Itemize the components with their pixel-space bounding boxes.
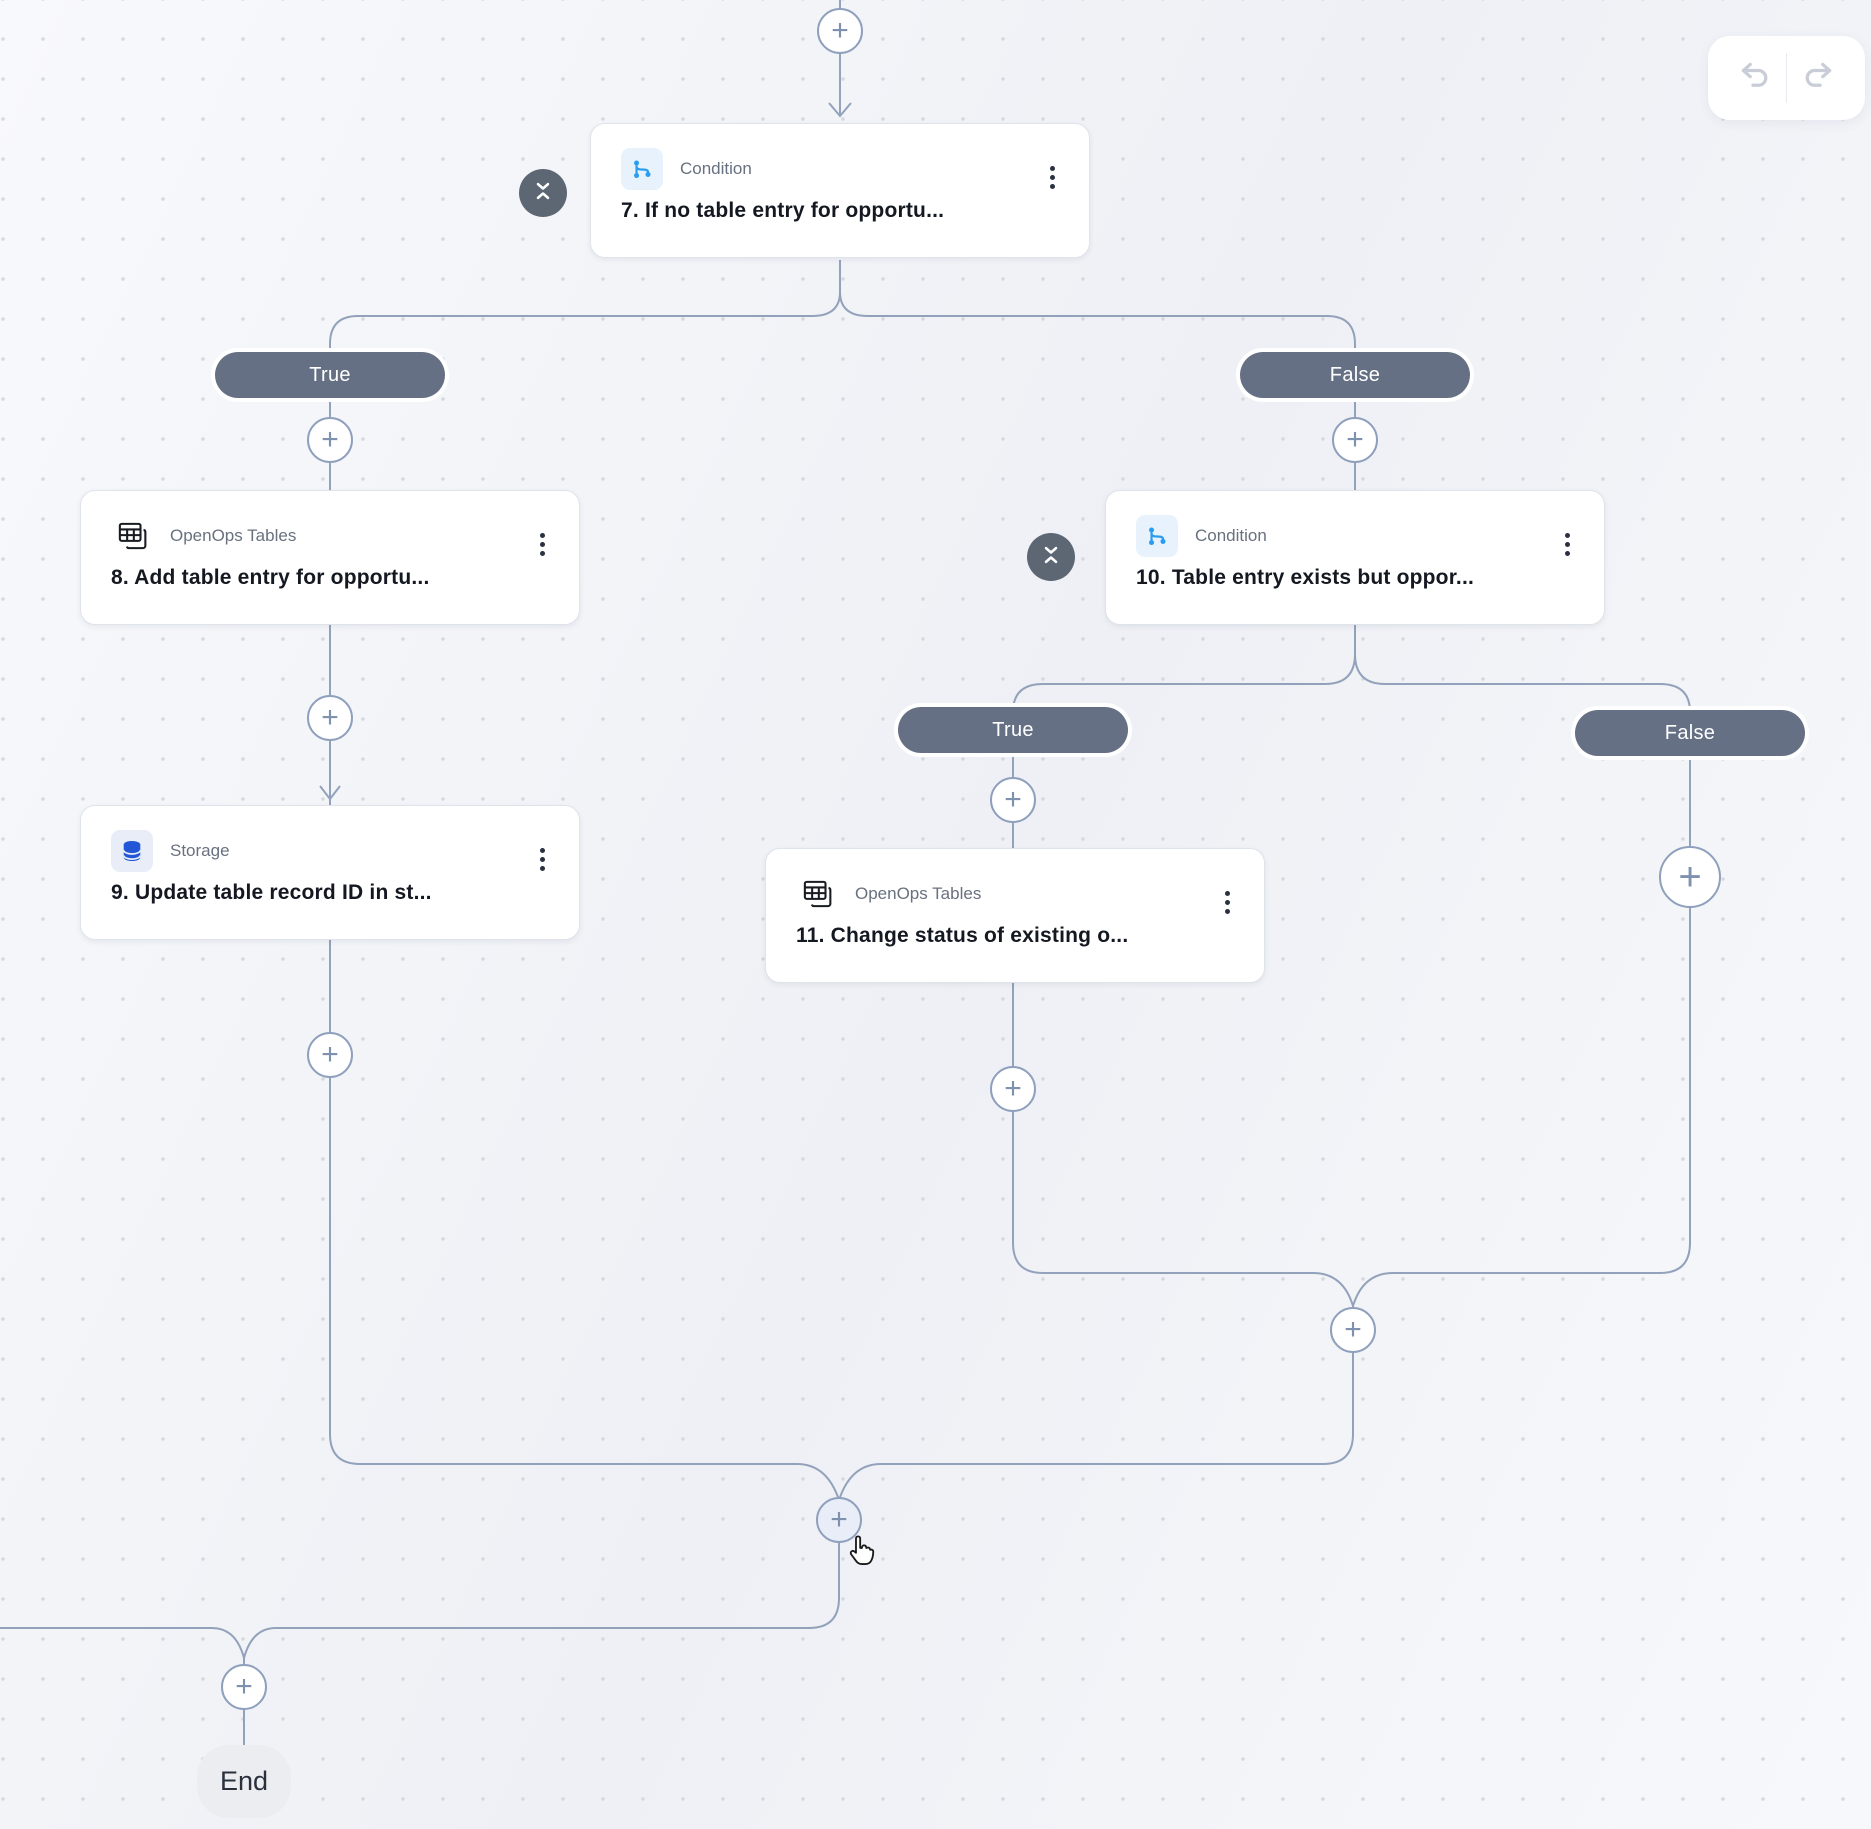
node-title: 9. Update table record ID in st...: [111, 881, 432, 904]
node-type-label: OpenOps Tables: [855, 884, 982, 903]
redo-button[interactable]: [1787, 48, 1849, 108]
add-step-button[interactable]: +: [307, 695, 353, 741]
node-type-label: Condition: [1195, 526, 1267, 545]
node-title: 7. If no table entry for opportu...: [621, 199, 945, 222]
node-title: 11. Change status of existing o...: [796, 924, 1129, 947]
node-type-label: Storage: [170, 841, 230, 860]
node-menu-button[interactable]: [1554, 529, 1580, 559]
workflow-node-storage-9[interactable]: Storage 9. Update table record ID in st.…: [80, 805, 580, 940]
branch-label-false: False: [1240, 352, 1470, 398]
add-step-button[interactable]: +: [221, 1664, 267, 1710]
branch-icon: [621, 148, 663, 190]
end-node: End: [197, 1745, 291, 1818]
branch-label-true: True: [898, 707, 1128, 753]
branch-icon: [1136, 515, 1178, 557]
history-toolbar: [1708, 36, 1865, 120]
collapse-icon: [528, 176, 558, 211]
node-menu-button[interactable]: [1214, 887, 1240, 917]
workflow-node-tables-8[interactable]: OpenOps Tables 8. Add table entry for op…: [80, 490, 580, 625]
add-step-button[interactable]: +: [1330, 1307, 1376, 1353]
redo-icon: [1801, 61, 1835, 96]
undo-button[interactable]: [1724, 48, 1786, 108]
collapse-branch-button[interactable]: [1027, 533, 1075, 581]
workflow-node-tables-11[interactable]: OpenOps Tables 11. Change status of exis…: [765, 848, 1265, 983]
workflow-node-condition-10[interactable]: Condition 10. Table entry exists but opp…: [1105, 490, 1605, 625]
node-type-label: OpenOps Tables: [170, 526, 297, 545]
workflow-node-condition-7[interactable]: Condition 7. If no table entry for oppor…: [590, 123, 1090, 258]
add-step-button-hovered[interactable]: +: [816, 1497, 862, 1543]
tables-icon: [796, 873, 838, 915]
toolbar-divider: [1785, 53, 1788, 103]
node-menu-button[interactable]: [529, 844, 555, 874]
branch-label-true: True: [215, 352, 445, 398]
database-icon: [111, 830, 153, 872]
add-step-button[interactable]: +: [990, 1066, 1036, 1112]
add-step-button[interactable]: +: [990, 777, 1036, 823]
undo-icon: [1738, 61, 1772, 96]
node-type-label: Condition: [680, 159, 752, 178]
add-step-button[interactable]: +: [307, 417, 353, 463]
node-title: 8. Add table entry for opportu...: [111, 566, 430, 589]
add-step-button[interactable]: +: [307, 1032, 353, 1078]
node-menu-button[interactable]: [1039, 162, 1065, 192]
tables-icon: [111, 515, 153, 557]
add-step-button[interactable]: +: [817, 8, 863, 54]
collapse-branch-button[interactable]: [519, 169, 567, 217]
node-title: 10. Table entry exists but oppor...: [1136, 566, 1475, 589]
node-menu-button[interactable]: [529, 529, 555, 559]
add-step-button[interactable]: +: [1332, 417, 1378, 463]
add-step-button[interactable]: +: [1659, 846, 1721, 908]
collapse-icon: [1036, 540, 1066, 575]
branch-label-false: False: [1575, 710, 1805, 756]
